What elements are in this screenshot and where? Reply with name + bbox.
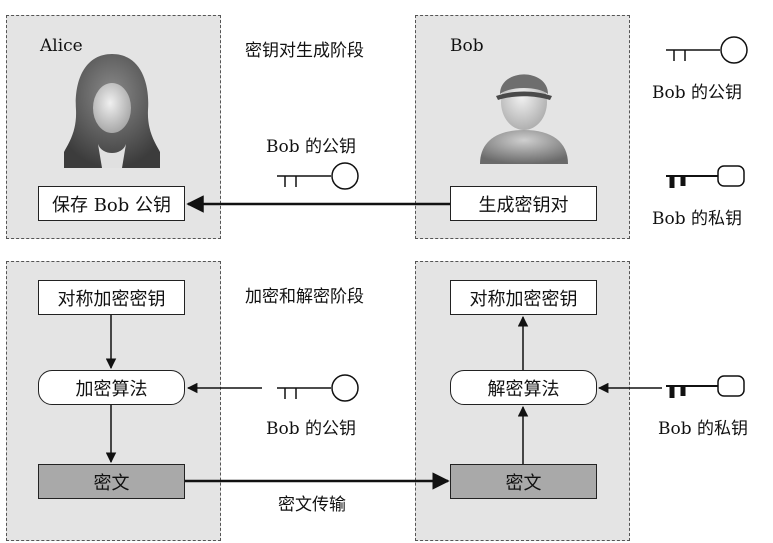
legend-public-key-label: Bob 的公钥 [652, 83, 743, 103]
save-public-key-box: 保存 Bob 公钥 [38, 186, 185, 221]
alice-ciphertext-box: 密文 [38, 464, 185, 499]
private-key-icon [666, 375, 745, 398]
public-key-icon [277, 374, 359, 402]
transfer-public-key-label: Bob 的公钥 [266, 137, 357, 157]
generate-keypair-box: 生成密钥对 [450, 186, 597, 221]
bob-symmetric-key-box: 对称加密密钥 [450, 280, 597, 315]
encrypt-algorithm-box: 加密算法 [38, 370, 185, 405]
legend-private-key-label: Bob 的私钥 [652, 209, 743, 229]
public-key-icon [666, 36, 748, 64]
encrypt-public-key-label: Bob 的公钥 [266, 419, 357, 439]
private-key-icon [666, 165, 745, 188]
keygen-phase-title: 密钥对生成阶段 [245, 41, 364, 61]
bob-name: Bob [450, 36, 484, 56]
cipher-transfer-label: 密文传输 [278, 495, 346, 515]
decrypt-algorithm-box: 解密算法 [450, 370, 597, 405]
crypto-phase-title: 加密和解密阶段 [245, 287, 364, 307]
public-key-icon [277, 162, 359, 190]
male-user-icon [480, 74, 568, 164]
alice-symmetric-key-box: 对称加密密钥 [38, 280, 185, 315]
bob-ciphertext-box: 密文 [450, 464, 597, 499]
alice-name: Alice [40, 36, 83, 56]
decrypt-private-key-label: Bob 的私钥 [658, 419, 749, 439]
female-user-icon [64, 54, 160, 168]
